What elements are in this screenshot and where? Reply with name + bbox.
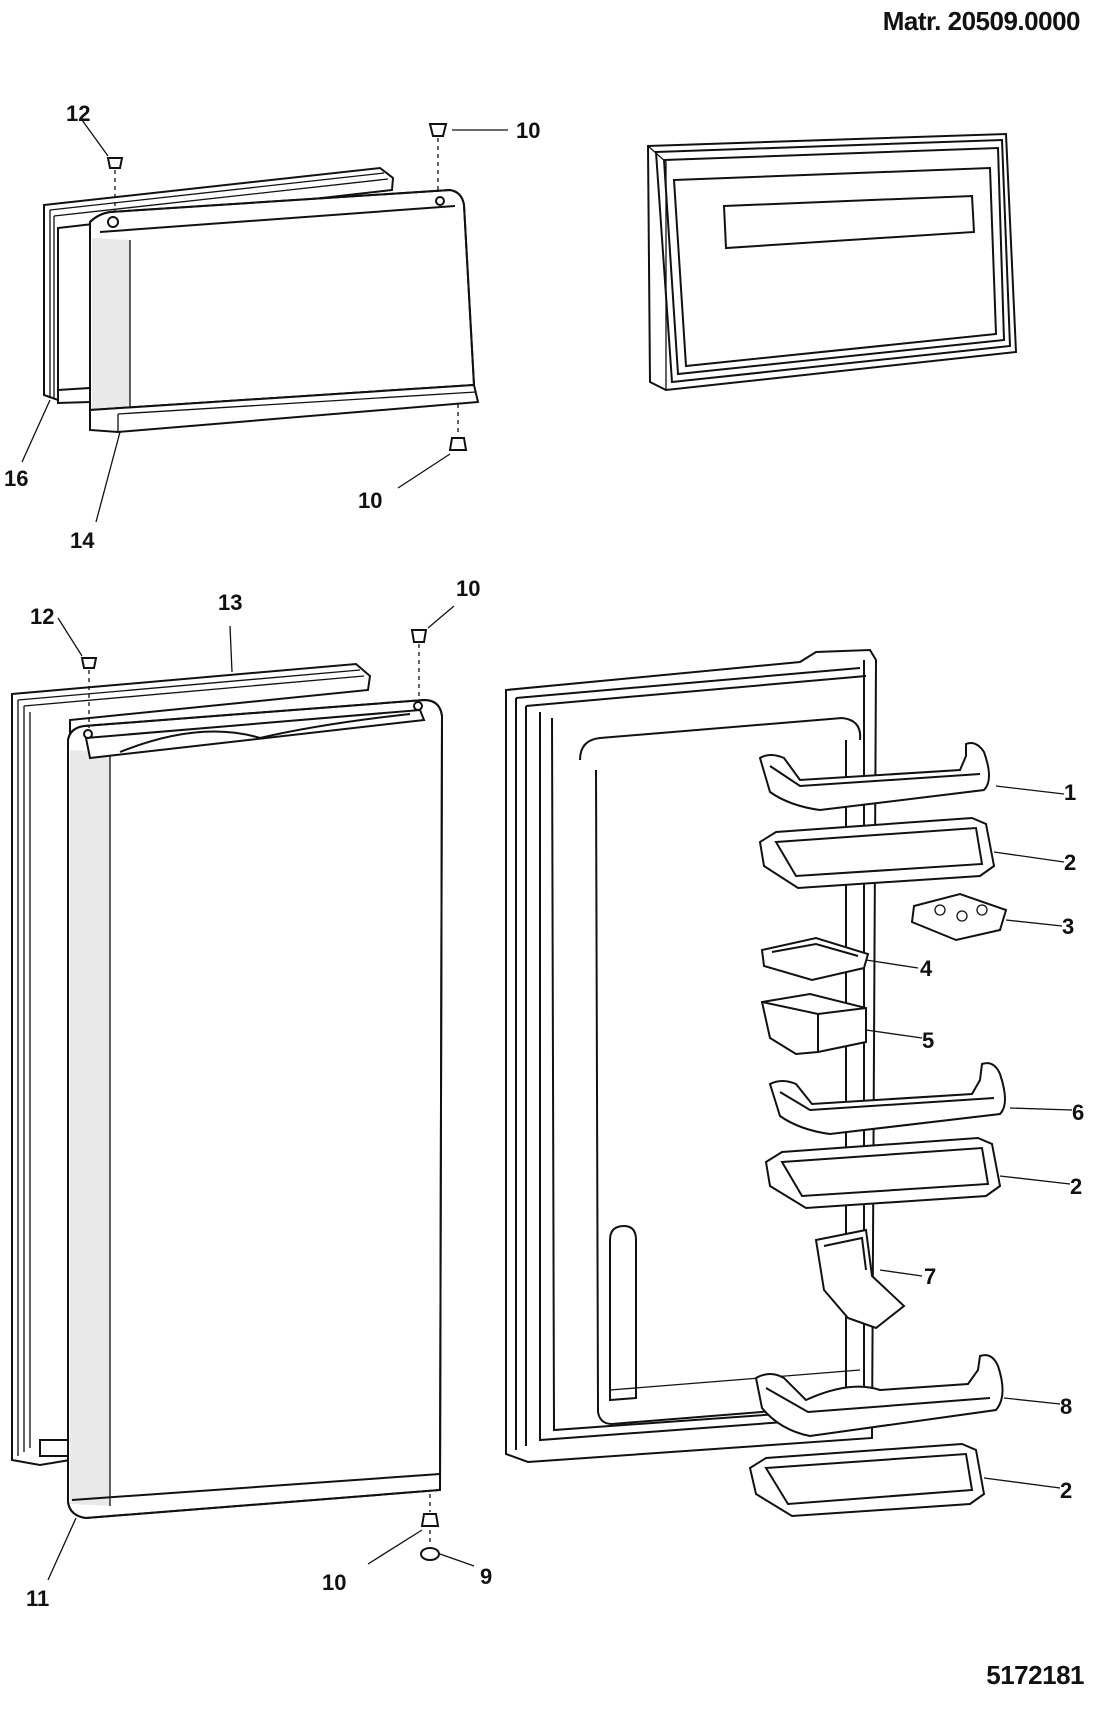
matr-number: Matr. 20509.0000 bbox=[882, 6, 1081, 36]
callout-10-lower-top: 10 bbox=[456, 576, 480, 601]
callout-8: 8 bbox=[1060, 1394, 1072, 1419]
door-shelf-2-upper: 2 bbox=[758, 816, 1076, 890]
door-shelf-1: 1 bbox=[758, 742, 1076, 812]
callout-3: 3 bbox=[1062, 914, 1074, 939]
callout-2-middle: 2 bbox=[1070, 1174, 1082, 1199]
callout-11: 11 bbox=[26, 1586, 49, 1611]
egg-tray-3: 3 bbox=[910, 892, 1074, 942]
screw-12-bottom: 12 bbox=[30, 604, 98, 728]
callout-10-lower-bottom: 10 bbox=[322, 1570, 346, 1595]
door-shelf-8: 8 bbox=[754, 1354, 1072, 1438]
screw-12-top: 12 bbox=[66, 101, 124, 212]
cover-4: 4 bbox=[760, 936, 933, 982]
door-shelf-6: 6 bbox=[768, 1062, 1084, 1136]
hinge-pin-10-lower-top: 10 bbox=[410, 576, 480, 700]
callout-12: 12 bbox=[66, 101, 90, 126]
callout-13: 13 bbox=[218, 590, 242, 615]
hinge-pin-10-lower-bottom: 10 bbox=[322, 1494, 440, 1595]
callout-12-lower: 12 bbox=[30, 604, 54, 629]
drawing-code: 5172181 bbox=[986, 1660, 1084, 1690]
callout-2-upper: 2 bbox=[1064, 850, 1076, 875]
callout-2-lower: 2 bbox=[1060, 1478, 1072, 1503]
callout-14: 14 bbox=[70, 528, 95, 553]
callout-10-top: 10 bbox=[516, 118, 540, 143]
callout-16: 16 bbox=[4, 466, 28, 491]
door-shelf-2-lower: 2 bbox=[748, 1442, 1072, 1518]
door-shelf-2-middle: 2 bbox=[764, 1136, 1082, 1210]
callout-9: 9 bbox=[480, 1564, 492, 1589]
hinge-pin-10-top: 10 bbox=[428, 118, 540, 190]
callout-1: 1 bbox=[1064, 780, 1076, 805]
callout-6: 6 bbox=[1072, 1100, 1084, 1125]
callout-4: 4 bbox=[920, 956, 933, 981]
freezer-door-panel bbox=[89, 188, 480, 434]
freezer-door-assembly: 12 10 10 16 14 bbox=[4, 101, 540, 553]
butter-box-5: 5 bbox=[760, 992, 934, 1056]
fridge-door-gasket bbox=[11, 662, 372, 1467]
washer-9: 9 bbox=[420, 1530, 492, 1589]
fridge-door-assembly: 12 13 10 10 9 bbox=[11, 576, 492, 1611]
hinge-pin-10-bottom: 10 bbox=[358, 404, 468, 513]
callout-7: 7 bbox=[924, 1264, 936, 1289]
callout-10-bottom: 10 bbox=[358, 488, 382, 513]
fridge-door-panel bbox=[67, 698, 444, 1520]
bottle-holder-7: 7 bbox=[814, 1228, 936, 1330]
freezer-door-rear-view bbox=[646, 132, 1018, 392]
fridge-door-inner-liner bbox=[505, 648, 878, 1464]
callout-5: 5 bbox=[922, 1028, 934, 1053]
